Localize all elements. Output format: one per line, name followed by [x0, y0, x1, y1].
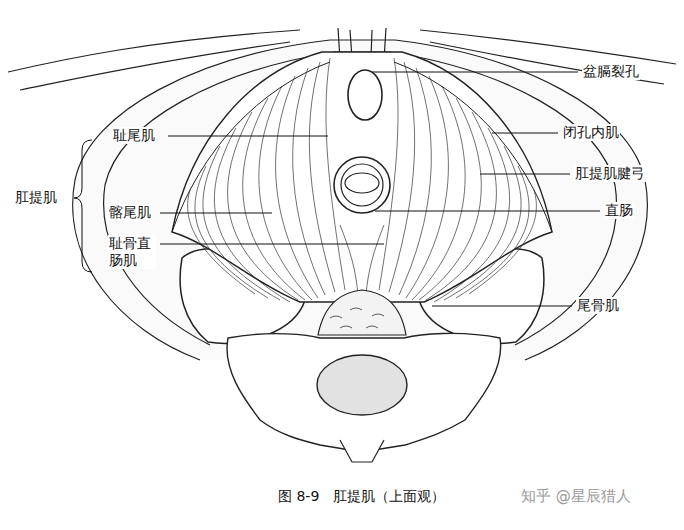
structure-label: 耻尾肌 — [112, 127, 156, 144]
structure-label: 肛提肌腱弓 — [574, 165, 646, 182]
group-label: 肛提肌 — [14, 189, 58, 206]
structure-label: 盆膈裂孔 — [582, 63, 640, 80]
structure-label: 髂尾肌 — [108, 204, 152, 221]
structure-label: 耻骨直 肠肌 — [108, 235, 156, 269]
structure-label: 尾骨肌 — [576, 297, 620, 314]
structure-label: 直肠 — [604, 202, 634, 219]
structure-label: 闭孔内肌 — [562, 124, 620, 141]
figure-caption: 图 8-9 肛提肌（上面观） — [277, 488, 446, 505]
watermark: 知乎 @星辰猎人 — [520, 488, 632, 505]
